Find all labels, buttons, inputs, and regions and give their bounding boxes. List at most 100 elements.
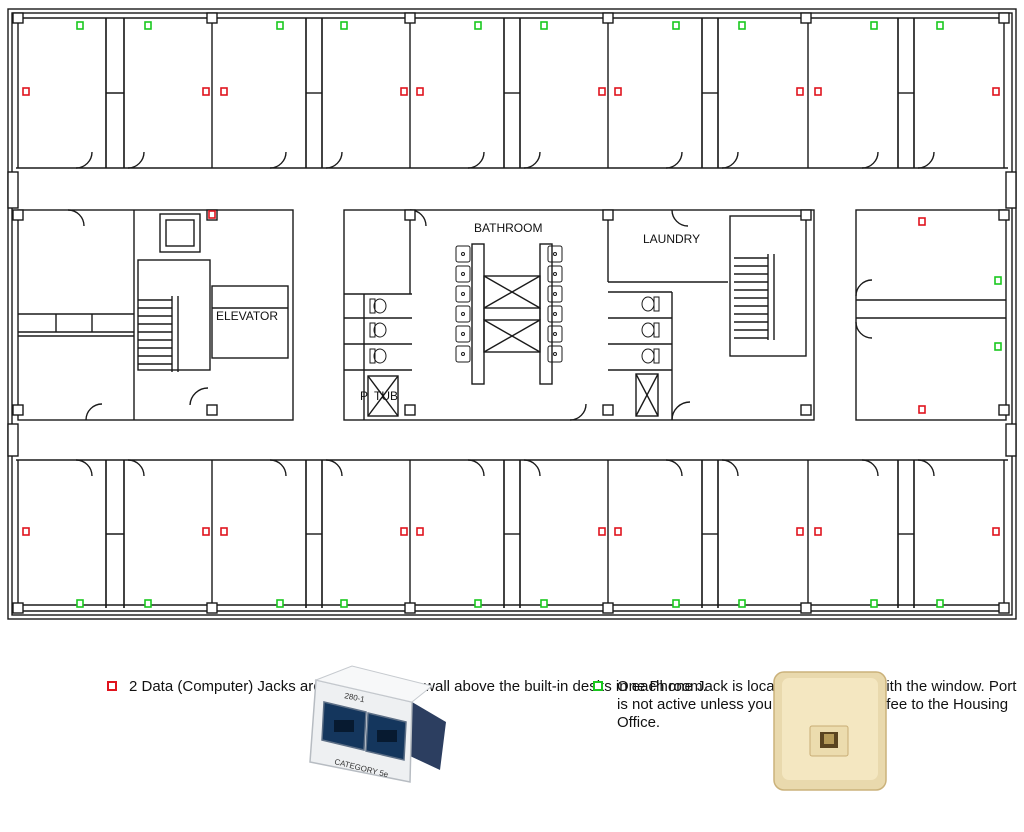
tub-cross bbox=[635, 373, 659, 417]
toilet-icon bbox=[373, 348, 387, 364]
phone-jack-icon bbox=[474, 21, 482, 30]
shower-box bbox=[483, 275, 541, 309]
column-marker bbox=[800, 12, 812, 24]
toilet-tank-icon bbox=[369, 298, 376, 314]
floor-plan: BATHROOM LAUNDRY ELEVATOR P TUB bbox=[7, 8, 1017, 620]
toilet-icon bbox=[641, 296, 655, 312]
sink-icon bbox=[455, 325, 471, 343]
shower-cross bbox=[483, 275, 541, 309]
data-jack-icon bbox=[22, 527, 30, 536]
door-swing bbox=[67, 209, 85, 227]
phone-jack-icon bbox=[870, 21, 878, 30]
elevator-label: ELEVATOR bbox=[216, 309, 278, 323]
sink-icon bbox=[547, 285, 563, 303]
phone-jack-icon bbox=[276, 599, 284, 608]
column-marker bbox=[602, 209, 614, 221]
corridor-end-east bbox=[1005, 171, 1017, 209]
phone-jack-icon bbox=[672, 599, 680, 608]
column-marker bbox=[602, 602, 614, 614]
vanity-counter bbox=[539, 243, 553, 385]
sink-drain-icon bbox=[553, 272, 557, 276]
column-marker bbox=[800, 602, 812, 614]
shaft-box-inner bbox=[165, 219, 195, 247]
phone-jack-icon bbox=[738, 599, 746, 608]
data-jack-icon bbox=[598, 87, 606, 96]
toilet-icon bbox=[641, 322, 655, 338]
data-jack-icon bbox=[614, 527, 622, 536]
data-jack-icon bbox=[416, 87, 424, 96]
door-swing bbox=[85, 403, 103, 421]
data-jack-icon bbox=[614, 87, 622, 96]
data-jack-icon bbox=[918, 405, 926, 414]
door-swing bbox=[75, 459, 93, 477]
stair-west bbox=[137, 259, 211, 371]
door-swing bbox=[665, 151, 683, 169]
sink-icon bbox=[547, 265, 563, 283]
door-swing bbox=[855, 321, 873, 339]
phone-jack-photo bbox=[773, 671, 887, 791]
door-swing bbox=[127, 151, 145, 169]
phone-jack-symbol bbox=[593, 681, 603, 691]
column-marker bbox=[800, 209, 812, 221]
phone-jack-icon bbox=[540, 21, 548, 30]
jacks bbox=[22, 21, 1002, 608]
column-marker bbox=[404, 404, 416, 416]
data-jack-icon bbox=[416, 527, 424, 536]
door-swing bbox=[861, 459, 879, 477]
sink-drain-icon bbox=[461, 272, 465, 276]
data-jack-icon bbox=[202, 527, 210, 536]
sink-icon bbox=[547, 305, 563, 323]
laundry-label: LAUNDRY bbox=[643, 232, 700, 246]
column-marker bbox=[404, 12, 416, 24]
tub-label: TUB bbox=[374, 389, 398, 403]
door-swing bbox=[917, 151, 935, 169]
door-swing bbox=[861, 151, 879, 169]
data-jack-icon bbox=[202, 87, 210, 96]
jack-photo-label-top: 280-1 bbox=[344, 691, 366, 704]
sink-icon bbox=[547, 345, 563, 363]
walls bbox=[7, 8, 1017, 620]
toilet-icon bbox=[641, 348, 655, 364]
phone-jack-icon bbox=[738, 21, 746, 30]
door-swing bbox=[569, 403, 587, 421]
door-swing bbox=[325, 151, 343, 169]
sink-drain-icon bbox=[553, 332, 557, 336]
door-swing bbox=[269, 151, 287, 169]
column-marker bbox=[206, 404, 218, 416]
column-data-mark bbox=[208, 210, 216, 219]
door-swing bbox=[269, 459, 287, 477]
sink-drain-icon bbox=[461, 292, 465, 296]
data-jack-icon bbox=[220, 527, 228, 536]
data-jack-icon bbox=[400, 527, 408, 536]
column-marker bbox=[206, 602, 218, 614]
phone-jack-icon bbox=[144, 21, 152, 30]
sink-icon bbox=[455, 305, 471, 323]
corridor-end-west bbox=[7, 171, 19, 209]
sink-drain-icon bbox=[461, 332, 465, 336]
toilet-icon bbox=[373, 298, 387, 314]
sink-drain-icon bbox=[553, 252, 557, 256]
phone-jack-icon bbox=[474, 599, 482, 608]
sink-icon bbox=[455, 245, 471, 263]
sink-drain-icon bbox=[553, 352, 557, 356]
phone-jack-icon bbox=[540, 599, 548, 608]
column-marker bbox=[800, 404, 812, 416]
outer-wall-inner bbox=[11, 12, 1013, 616]
door-swing bbox=[127, 459, 145, 477]
core-east-wall bbox=[855, 209, 1007, 421]
core-center-wall bbox=[343, 209, 815, 421]
column-marker bbox=[12, 12, 24, 24]
column-marker bbox=[12, 404, 24, 416]
phone-jack-icon bbox=[276, 21, 284, 30]
phone-jack-icon bbox=[76, 21, 84, 30]
data-jack-icon bbox=[220, 87, 228, 96]
door-swing bbox=[467, 151, 485, 169]
tub-prefix-label: P bbox=[360, 389, 368, 403]
sink-drain-icon bbox=[461, 252, 465, 256]
toilet-icon bbox=[373, 322, 387, 338]
phone-jack-icon bbox=[340, 599, 348, 608]
sink-drain-icon bbox=[553, 312, 557, 316]
data-jack-icon bbox=[400, 87, 408, 96]
sink-drain-icon bbox=[461, 352, 465, 356]
phone-jack-icon bbox=[672, 21, 680, 30]
